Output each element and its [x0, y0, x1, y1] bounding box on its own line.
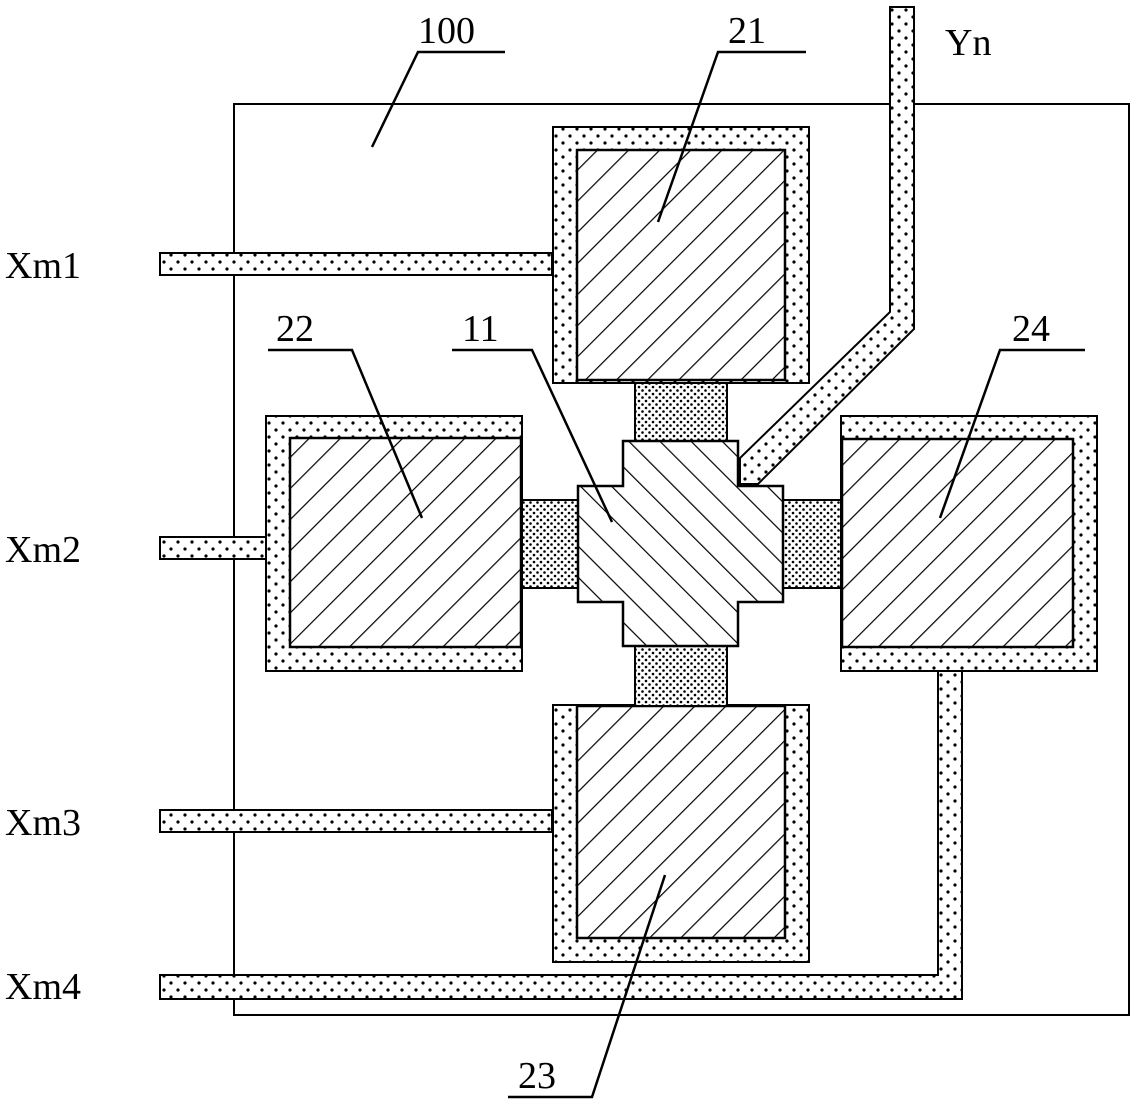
ref-100: 100 — [418, 10, 475, 52]
bridge-left — [521, 499, 580, 589]
ref-22: 22 — [276, 308, 314, 350]
trace-xm1 — [159, 252, 553, 276]
ref-21: 21 — [728, 10, 766, 52]
label-yn: Yn — [945, 22, 991, 64]
leader-23 — [508, 874, 667, 1099]
electrode-21 — [552, 126, 810, 384]
bridge-bottom — [634, 645, 728, 707]
trace-xm3 — [159, 809, 553, 833]
label-xm4: Xm4 — [5, 966, 81, 1008]
trace-yn — [739, 6, 915, 485]
electrode-23 — [552, 704, 810, 963]
leader-21 — [656, 50, 806, 223]
label-xm2: Xm2 — [5, 529, 81, 571]
bridge-top — [634, 382, 728, 442]
leader-22 — [268, 348, 424, 519]
bridge-right — [782, 499, 842, 589]
label-xm3: Xm3 — [5, 802, 81, 844]
leader-11 — [452, 348, 614, 523]
electrode-22 — [265, 415, 523, 672]
ref-23: 23 — [518, 1055, 556, 1097]
electrode-24 — [840, 415, 1098, 672]
ref-11: 11 — [462, 308, 499, 350]
leader-24 — [938, 348, 1085, 519]
center-element-11 — [576, 439, 785, 648]
ref-24: 24 — [1012, 308, 1050, 350]
trace-xm2 — [159, 536, 267, 560]
leader-100 — [370, 50, 505, 148]
label-xm1: Xm1 — [5, 245, 81, 287]
